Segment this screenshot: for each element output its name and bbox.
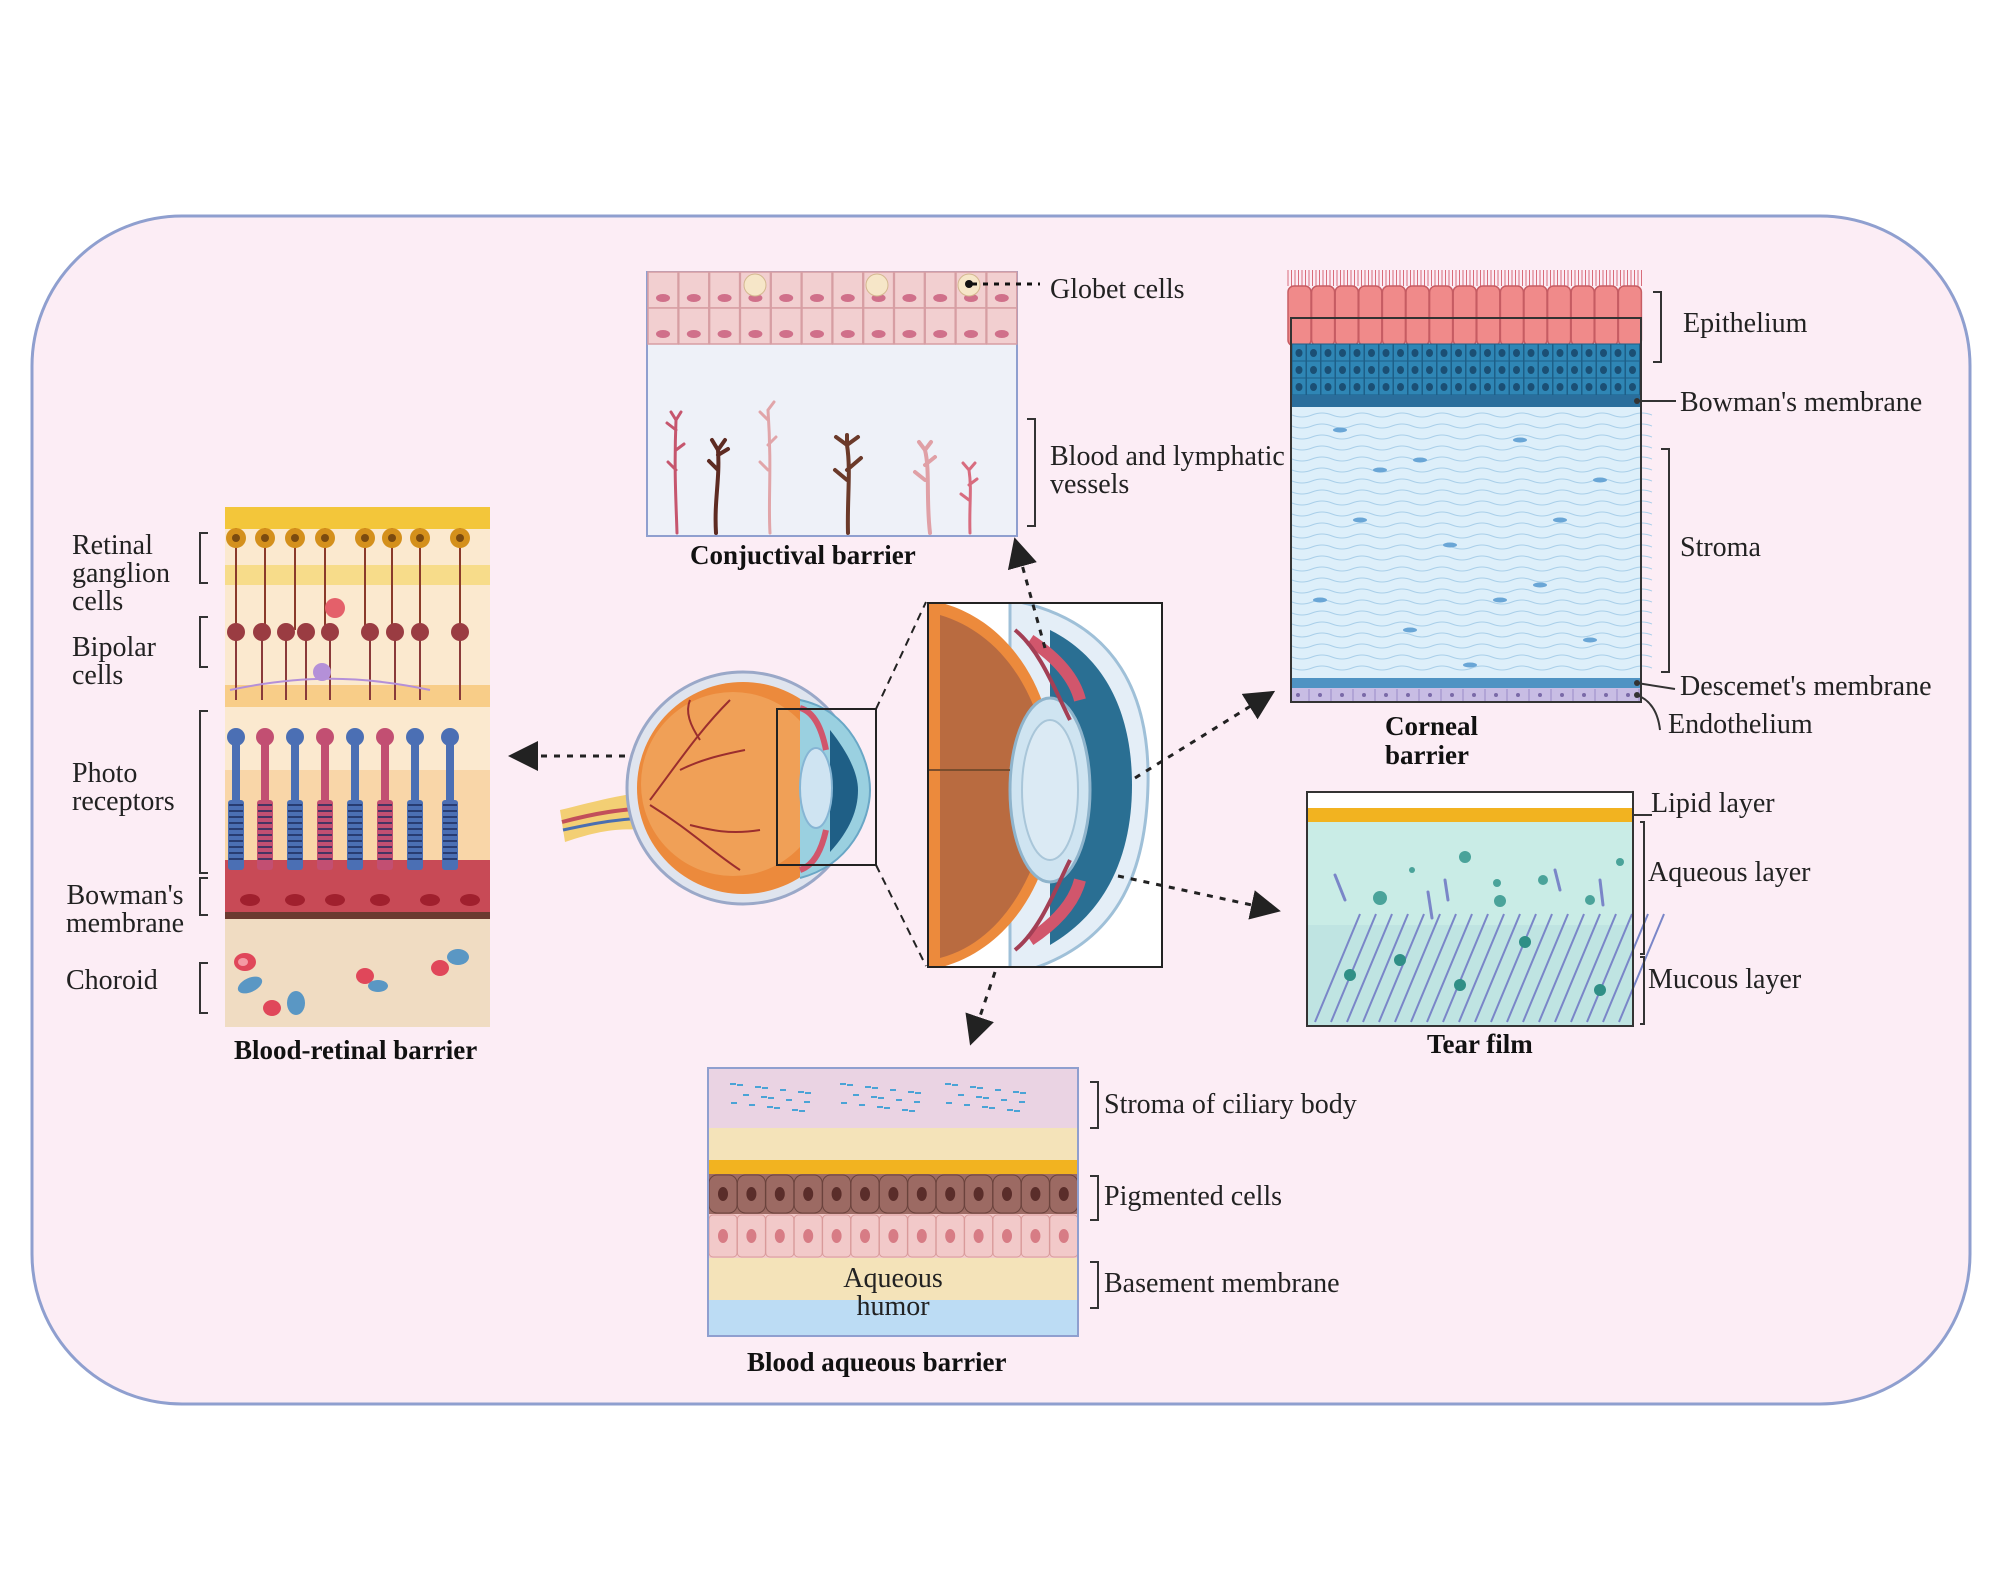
- retina-cells: [226, 528, 480, 906]
- title-corneal-barrier: Corneal barrier: [1385, 711, 1478, 770]
- label-globet-cells: Globet cells: [1050, 274, 1185, 305]
- mucin-strands: [1314, 913, 1665, 1023]
- label-choroid: Choroid: [66, 965, 158, 996]
- label-photoreceptors: Photo receptors: [72, 758, 175, 817]
- title-blood-aqueous-barrier: Blood aqueous barrier: [747, 1347, 1007, 1377]
- label-aqueous-humor: Aqueous humor: [843, 1263, 943, 1322]
- label-pigmented-cells: Pigmented cells: [1104, 1181, 1283, 1212]
- endothelium-cells: [1296, 689, 1640, 701]
- title-conjunctival-barrier: Conjuctival barrier: [690, 540, 916, 570]
- tear-film-panel: [1306, 791, 1665, 1027]
- eye-section-zoom: [927, 602, 1163, 968]
- eye-anatomy: [560, 601, 927, 967]
- label-stroma-ciliary-body: Stroma of ciliary body: [1104, 1089, 1357, 1120]
- blood-aqueous-panel: [707, 1067, 1099, 1337]
- label-retinal-ganglion-cells: Retinal ganglion cells: [72, 530, 170, 617]
- label-descemets-membrane: Descemet's membrane: [1680, 671, 1932, 702]
- label-basement-membrane: Basement membrane: [1104, 1268, 1340, 1299]
- connector-arrows: [508, 537, 1281, 1046]
- stroma-fibers: [1291, 412, 1653, 671]
- label-bipolar-cells: Bipolar cells: [72, 632, 156, 691]
- corneal-panel: [1287, 270, 1676, 731]
- label-aqueous-layer: Aqueous layer: [1648, 857, 1811, 888]
- tear-particles: [1333, 851, 1624, 920]
- conjunctival-epithelium: [647, 271, 1018, 345]
- ciliary-cells: [708, 1083, 1079, 1258]
- blood-retinal-panel: [199, 507, 490, 1027]
- label-endothelium: Endothelium: [1668, 709, 1813, 740]
- label-retina-bowmans-membrane: Bowman's membrane: [65, 880, 185, 939]
- cornea-epithelium-cells: [1287, 270, 1643, 396]
- label-stroma: Stroma: [1680, 532, 1761, 563]
- label-mucous-layer: Mucous layer: [1648, 964, 1802, 995]
- label-blood-lymphatic-vessels: Blood and lymphatic vessels: [1050, 441, 1285, 500]
- title-tear-film: Tear film: [1427, 1029, 1533, 1059]
- label-epithelium: Epithelium: [1683, 308, 1808, 339]
- conjunctival-panel: [646, 271, 1040, 537]
- label-lipid-layer: Lipid layer: [1651, 788, 1775, 819]
- label-cornea-bowmans-membrane: Bowman's membrane: [1680, 387, 1923, 418]
- title-blood-retinal-barrier: Blood-retinal barrier: [234, 1035, 478, 1065]
